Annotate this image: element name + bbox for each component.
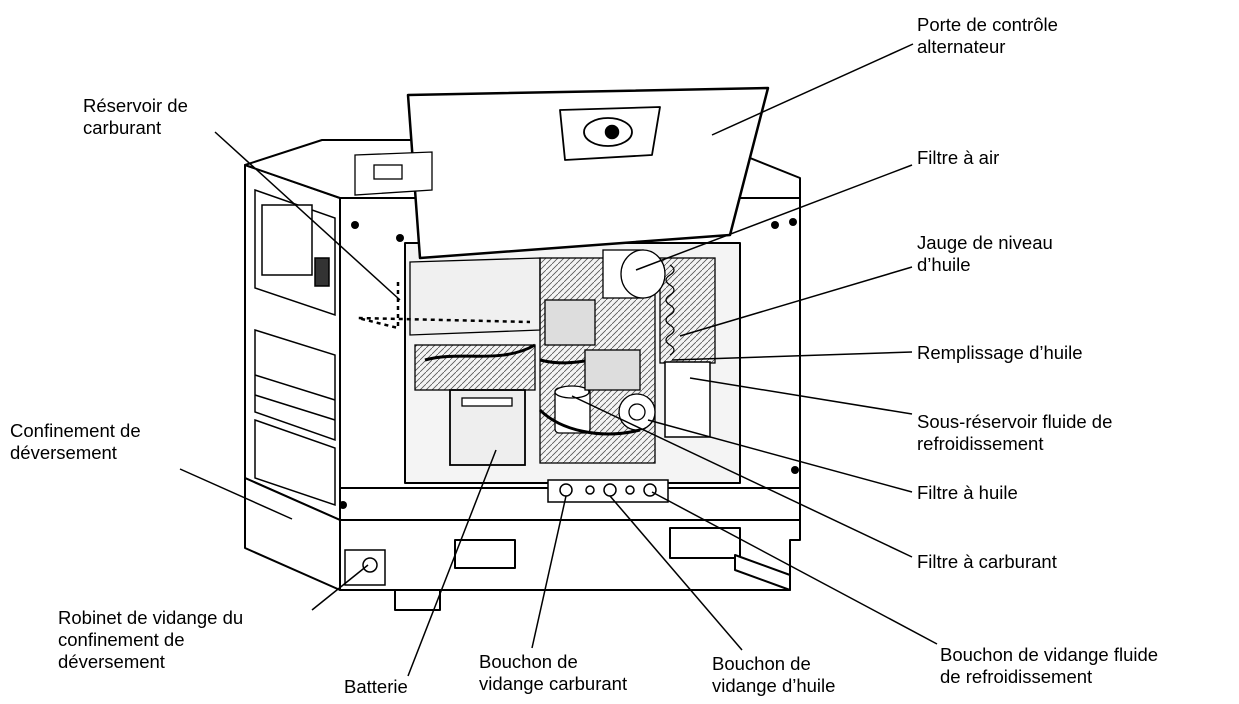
bolts xyxy=(339,218,799,509)
side-panel-details xyxy=(254,188,336,507)
top-hatch xyxy=(354,151,433,196)
label-filtre-air: Filtre à air xyxy=(917,147,1000,168)
drain-plugs xyxy=(547,479,669,503)
label-remplissage-huile: Remplissage d’huile xyxy=(917,342,1083,363)
open-door xyxy=(406,86,770,260)
label-filtre-huile: Filtre à huile xyxy=(917,482,1018,503)
engine-internals xyxy=(409,249,716,466)
label-filtre-carburant: Filtre à carburant xyxy=(917,551,1057,572)
fuel-tank-outline xyxy=(357,282,531,330)
leader-lines xyxy=(179,43,938,677)
label-batterie: Batterie xyxy=(344,676,408,697)
